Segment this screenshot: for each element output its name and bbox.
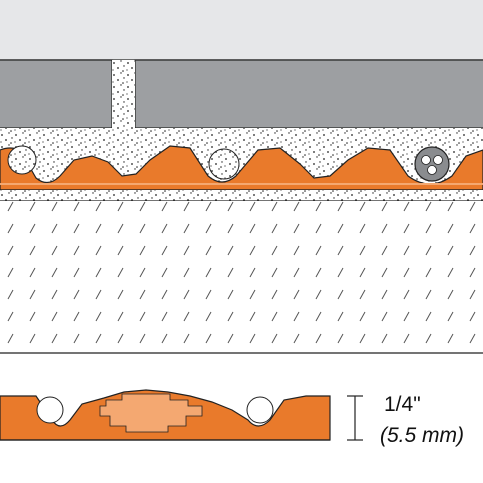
detail-cavity-1: [36, 396, 64, 424]
cavity-1-speckle: [8, 146, 36, 174]
thickness-dimension-marker: [347, 395, 363, 441]
membrane-detail-steps: [99, 393, 203, 433]
bonding-layer-speckle: [0, 190, 483, 201]
tile-right: [134, 59, 483, 129]
thickness-metric-label: (5.5 mm): [380, 424, 464, 447]
thickness-fraction-label: 1/4": [384, 393, 421, 416]
heating-cable-icon: [414, 146, 450, 182]
tile-left: [0, 59, 113, 129]
cavity-2-speckle: [209, 149, 239, 179]
substrate-hatch: [0, 201, 483, 353]
grout-joint-speckle: [112, 60, 135, 130]
detail-cavity-2: [246, 396, 274, 424]
membrane-detail: [0, 389, 331, 441]
wall-background: [0, 0, 483, 60]
